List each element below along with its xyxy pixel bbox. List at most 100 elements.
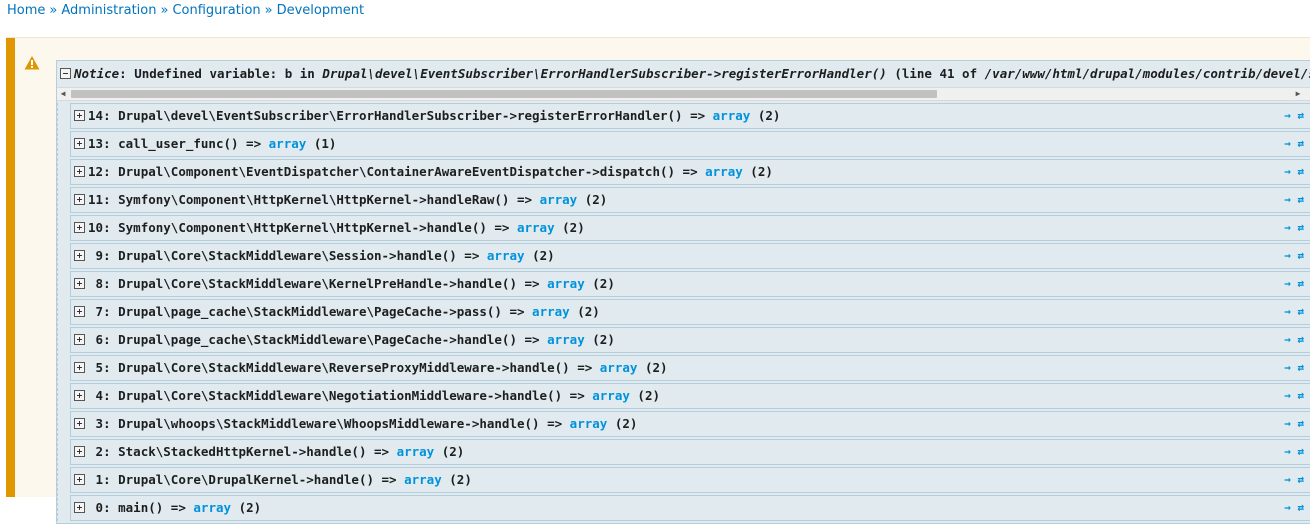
- breadcrumb: Home»Administration»Configuration»Develo…: [7, 3, 364, 18]
- trace-sep: :: [103, 164, 119, 179]
- expand-icon[interactable]: [74, 334, 85, 345]
- trace-call: Drupal\page_cache\StackMiddleware\PageCa…: [118, 304, 533, 319]
- trace-row[interactable]: 11: Symfony\Component\HttpKernel\HttpKer…: [70, 187, 1310, 213]
- trace-sep: :: [103, 472, 119, 487]
- trace-row[interactable]: 7: Drupal\page_cache\StackMiddleware\Pag…: [70, 299, 1310, 325]
- expand-icon[interactable]: [74, 166, 85, 177]
- trace-sep: :: [103, 500, 119, 515]
- expand-icon[interactable]: [74, 418, 85, 429]
- trace-count: (2): [637, 388, 660, 403]
- trace-type[interactable]: array: [705, 164, 743, 179]
- scrollbar-thumb[interactable]: [71, 90, 937, 98]
- expand-icon[interactable]: [74, 222, 85, 233]
- notice-header[interactable]: Notice: Undefined variable: b in Drupal\…: [57, 61, 1310, 87]
- trace-type[interactable]: array: [547, 276, 585, 291]
- row-actions-icon[interactable]: → ⇄: [1284, 501, 1304, 514]
- trace-call: Drupal\Core\StackMiddleware\Session->han…: [118, 248, 487, 263]
- trace-count: (2): [577, 304, 600, 319]
- trace-row[interactable]: 0: main() => array (2)→ ⇄: [70, 495, 1310, 521]
- trace-type[interactable]: array: [592, 388, 630, 403]
- expand-icon[interactable]: [74, 110, 85, 121]
- trace-sep: :: [103, 192, 119, 207]
- trace-list: 14: Drupal\devel\EventSubscriber\ErrorHa…: [57, 103, 1310, 521]
- trace-count: (2): [614, 416, 638, 431]
- breadcrumb-development[interactable]: Development: [276, 3, 365, 18]
- row-actions-icon[interactable]: → ⇄: [1284, 193, 1304, 206]
- trace-type[interactable]: array: [193, 500, 232, 515]
- row-actions-icon[interactable]: → ⇄: [1284, 165, 1304, 178]
- trace-type[interactable]: array: [404, 472, 442, 487]
- warning-bar: [6, 38, 15, 497]
- row-actions-icon[interactable]: → ⇄: [1284, 389, 1304, 402]
- trace-type[interactable]: array: [486, 248, 525, 263]
- row-actions-icon[interactable]: → ⇄: [1284, 221, 1304, 234]
- trace-type[interactable]: array: [396, 444, 435, 459]
- trace-type[interactable]: array: [712, 108, 751, 123]
- notice-class-method: Drupal\devel\EventSubscriber\ErrorHandle…: [322, 66, 887, 81]
- row-actions-icon[interactable]: → ⇄: [1284, 417, 1304, 430]
- collapse-icon[interactable]: [60, 68, 71, 79]
- trace-row[interactable]: 5: Drupal\Core\StackMiddleware\ReversePr…: [70, 355, 1310, 381]
- expand-icon[interactable]: [74, 306, 85, 317]
- trace-call: Drupal\Core\StackMiddleware\NegotiationM…: [118, 388, 593, 403]
- trace-row[interactable]: 4: Drupal\Core\StackMiddleware\Negotiati…: [70, 383, 1310, 409]
- trace-row[interactable]: 10: Symfony\Component\HttpKernel\HttpKer…: [70, 215, 1310, 241]
- trace-index: 13: [88, 136, 104, 151]
- expand-icon[interactable]: [74, 390, 85, 401]
- horizontal-scrollbar[interactable]: ◀ ▶: [57, 87, 1310, 101]
- trace-type[interactable]: array: [547, 332, 585, 347]
- trace-row[interactable]: 8: Drupal\Core\StackMiddleware\KernelPre…: [70, 271, 1310, 297]
- trace-type[interactable]: array: [539, 192, 578, 207]
- row-actions-icon[interactable]: → ⇄: [1284, 361, 1304, 374]
- trace-row[interactable]: 6: Drupal\page_cache\StackMiddleware\Pag…: [70, 327, 1310, 353]
- trace-call: Drupal\page_cache\StackMiddleware\PageCa…: [118, 332, 548, 347]
- row-actions-icon[interactable]: → ⇄: [1284, 277, 1304, 290]
- trace-sep: :: [103, 108, 119, 123]
- trace-call: Drupal\Component\EventDispatcher\Contain…: [118, 164, 706, 179]
- expand-icon[interactable]: [74, 362, 85, 373]
- expand-icon[interactable]: [74, 138, 85, 149]
- trace-type[interactable]: array: [268, 136, 307, 151]
- breadcrumb-configuration[interactable]: Configuration: [172, 3, 261, 18]
- trace-count: (2): [592, 276, 615, 291]
- trace-row[interactable]: 9: Drupal\Core\StackMiddleware\Session->…: [70, 243, 1310, 269]
- expand-icon[interactable]: [74, 446, 85, 457]
- notice-line-text: (line 41 of: [886, 66, 985, 81]
- expand-icon[interactable]: [74, 194, 85, 205]
- trace-type[interactable]: array: [516, 220, 555, 235]
- trace-index: 14: [88, 108, 104, 123]
- scroll-left-icon[interactable]: ◀: [60, 89, 66, 98]
- trace-sep: :: [103, 444, 119, 459]
- expand-icon[interactable]: [74, 502, 85, 513]
- row-actions-icon[interactable]: → ⇄: [1284, 249, 1304, 262]
- breadcrumb-administration[interactable]: Administration: [61, 3, 157, 18]
- row-actions-icon[interactable]: → ⇄: [1284, 473, 1304, 486]
- trace-count: (2): [532, 248, 555, 263]
- expand-icon[interactable]: [74, 474, 85, 485]
- trace-row[interactable]: 13: call_user_func() => array (1)→ ⇄: [70, 131, 1310, 157]
- trace-call: call_user_func() =>: [118, 136, 269, 151]
- trace-index: 11: [88, 192, 104, 207]
- trace-row[interactable]: 12: Drupal\Component\EventDispatcher\Con…: [70, 159, 1310, 185]
- row-actions-icon[interactable]: → ⇄: [1284, 333, 1304, 346]
- trace-call: Drupal\Core\DrupalKernel->handle() =>: [118, 472, 405, 487]
- row-actions-icon[interactable]: → ⇄: [1284, 305, 1304, 318]
- notice-label: Notice: [74, 66, 120, 81]
- breadcrumb-home[interactable]: Home: [7, 3, 46, 18]
- expand-icon[interactable]: [74, 278, 85, 289]
- row-actions-icon[interactable]: → ⇄: [1284, 109, 1304, 122]
- trace-row[interactable]: 1: Drupal\Core\DrupalKernel->handle() =>…: [70, 467, 1310, 493]
- warning-message: Notice: Undefined variable: b in Drupal\…: [6, 37, 1310, 524]
- trace-row[interactable]: 3: Drupal\whoops\StackMiddleware\WhoopsM…: [70, 411, 1310, 437]
- scroll-right-icon[interactable]: ▶: [1295, 89, 1301, 98]
- trace-type[interactable]: array: [532, 304, 570, 319]
- trace-row[interactable]: 2: Stack\StackedHttpKernel->handle() => …: [70, 439, 1310, 465]
- trace-type[interactable]: array: [599, 360, 638, 375]
- trace-index: 0: [88, 500, 104, 515]
- trace-type[interactable]: array: [569, 416, 608, 431]
- row-actions-icon[interactable]: → ⇄: [1284, 137, 1304, 150]
- trace-sep: :: [103, 248, 119, 263]
- row-actions-icon[interactable]: → ⇄: [1284, 445, 1304, 458]
- expand-icon[interactable]: [74, 250, 85, 261]
- trace-row[interactable]: 14: Drupal\devel\EventSubscriber\ErrorHa…: [70, 103, 1310, 129]
